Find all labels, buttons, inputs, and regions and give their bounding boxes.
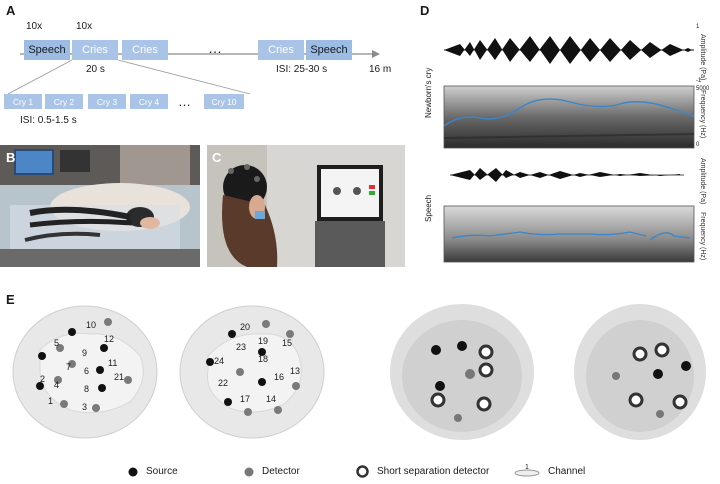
panel-label-d: D: [420, 3, 430, 18]
legend-short: Short separation detector: [356, 465, 489, 478]
channel-label: 15: [282, 338, 293, 348]
expansion-lines: [7, 59, 251, 95]
channel-label: 3: [82, 402, 88, 412]
channel-label: 7: [66, 362, 72, 372]
speech-block-end: Speech: [306, 40, 352, 60]
channel-label: 23: [236, 342, 247, 352]
panel-label-c: C: [212, 150, 222, 165]
legend-source: Source: [128, 466, 178, 477]
cry-4: Cry 4: [130, 94, 168, 109]
brain-models: [12, 304, 706, 440]
channel-label: 13: [290, 366, 301, 376]
panel-label-e: E: [6, 292, 15, 307]
legend-channel-label: Channel: [548, 466, 586, 477]
legend-detector-label: Detector: [262, 466, 300, 477]
spectrogram-figure: [443, 36, 695, 263]
cries-count: 10x: [76, 21, 93, 32]
channel-label: 12: [104, 334, 115, 344]
source-icon: [128, 467, 138, 476]
freq-label-cry: Frequency (Hz): [699, 90, 706, 139]
detector-icon: [244, 467, 254, 476]
channel-label: 18: [258, 354, 269, 364]
channel-label: 10: [86, 320, 97, 330]
channel-label: 20: [240, 322, 251, 332]
isi-blocks: ISI: 25-30 s: [276, 64, 328, 75]
legend-channel: 1 Channel: [514, 463, 586, 477]
cry-2: Cry 2: [45, 94, 83, 109]
panel-label-a: A: [6, 3, 16, 18]
cries-block-1: Cries: [72, 40, 118, 60]
amp-label-speech: Amplitude (Pa): [699, 158, 706, 205]
channel-label: 16: [274, 372, 285, 382]
speech-count: 10x: [26, 21, 43, 32]
cry-3: Cry 3: [88, 94, 126, 109]
panel-label-b: B: [6, 150, 16, 165]
channel-label: 17: [240, 394, 251, 404]
cry-1: Cry 1: [4, 94, 42, 109]
channel-label: 14: [266, 394, 277, 404]
amp-label-cry: Amplitude (Pa): [699, 34, 706, 81]
cry-row-label: Newborn's cry: [424, 67, 433, 118]
channel-label: 2: [40, 374, 46, 384]
tick-freq-top: 5000: [696, 86, 710, 92]
cries-block-3: Cries: [258, 40, 304, 60]
adult-photo: [207, 145, 405, 267]
channel-label: 5: [54, 338, 60, 348]
channel-label: 19: [258, 336, 269, 346]
channel-label: 11: [108, 358, 118, 368]
block-duration: 20 s: [86, 64, 105, 75]
channel-label: 1: [48, 396, 54, 406]
cries-block-2: Cries: [122, 40, 168, 60]
channel-label: 6: [84, 366, 90, 376]
channel-icon: 1: [514, 463, 540, 477]
tick-amp-bot: -1: [696, 78, 702, 84]
channel-label: 21: [114, 372, 125, 382]
tick-freq-bot: 0: [696, 142, 700, 148]
total-duration: 16 m: [369, 64, 392, 75]
freq-label-speech: Frequency (Hz): [699, 212, 706, 261]
speech-block: Speech: [24, 40, 70, 60]
cry-10: Cry 10: [204, 94, 244, 109]
infant-photo: [0, 145, 200, 267]
short-separation-icon: [356, 465, 369, 478]
timeline-ellipsis: …: [208, 40, 222, 56]
legend-detector: Detector: [244, 466, 300, 477]
channel-icon-num: 1: [525, 463, 529, 471]
speech-row-label: Speech: [424, 194, 433, 222]
channel-label: 22: [218, 378, 229, 388]
legend-source-label: Source: [146, 466, 178, 477]
channel-label: 9: [82, 348, 88, 358]
legend-short-label: Short separation detector: [377, 466, 490, 477]
channel-label: 24: [214, 356, 225, 366]
channel-label: 4: [54, 380, 60, 390]
tick-amp-top: 1: [696, 24, 700, 30]
cry-ellipsis: …: [178, 94, 191, 109]
isi-cries: ISI: 0.5-1.5 s: [20, 115, 77, 126]
channel-label: 8: [84, 384, 90, 394]
